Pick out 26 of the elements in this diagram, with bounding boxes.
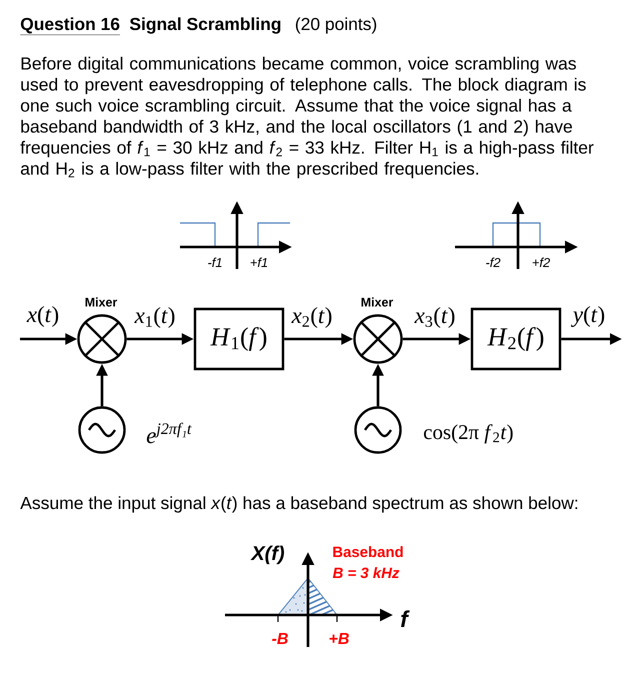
- edge-label: x$_{3}$(t): [414, 307, 454, 328]
- sentence: Assume the input signal x(t) has a baseband spectrum as shown below:: [20, 496, 578, 513]
- edge-label: x$_{2}$(t): [291, 307, 332, 328]
- tick-label: +f2: [532, 258, 550, 267]
- tick-label: -f2: [486, 258, 500, 267]
- edge-label: x$_{1}$(t): [134, 307, 174, 328]
- axis-label: f: [401, 610, 410, 627]
- annotation: B = 3 kHz: [332, 567, 400, 578]
- tick-label: +f1: [250, 258, 268, 267]
- title: Signal Scrambling: [130, 17, 280, 34]
- node-caption: cos(2π f$_{2}$t): [424, 424, 513, 444]
- edge-label: x(t): [26, 306, 58, 327]
- tick-label: +B: [330, 633, 349, 644]
- edge-label: y(t): [570, 306, 604, 327]
- mixer-label: Mixer: [86, 297, 118, 307]
- filter-box: H$_{1}$(f): [194, 308, 284, 370]
- node-caption: e$^{j2πf₁t}$: [146, 422, 192, 444]
- filter-box: H$_{2}$(f): [470, 308, 562, 370]
- points-note: (20 points): [296, 17, 376, 34]
- mixer-label: Mixer: [362, 297, 394, 307]
- question-number: Question 16: [20, 17, 120, 36]
- axis-label: X(f): [250, 546, 284, 564]
- tick-label: -f1: [208, 258, 222, 267]
- paragraph: Before digital communications became common, voice scrambling was used to prevent eavesdropping of telephone calls. The block diagram is one such voice scrambling circuit. Assume that the voice signal has a baseband bandwidth of 3 kHz, and the local oscillators (1 and 2) have frequencies of f$_{1}$ = 30 kHz and f$_{2}$ = 33 kHz. Filter H$_{1}$ is a high-pass filter and H$_{2}$ is a low-pass filter with the prescribed frequencies.: [20, 56, 594, 178]
- tick-label: -B: [272, 633, 288, 644]
- annotation: Baseband: [333, 546, 403, 558]
